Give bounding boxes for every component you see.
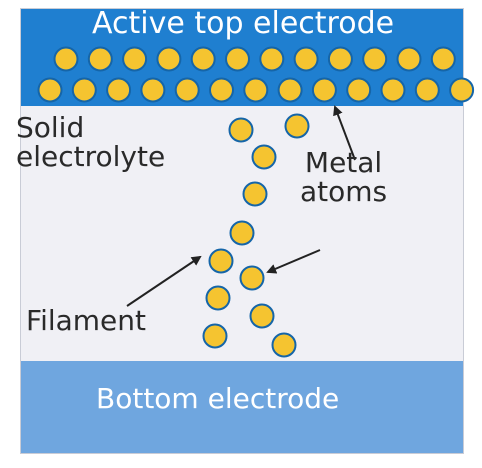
electrode-metal-atom <box>449 77 475 103</box>
filament-label: Filament <box>26 304 147 337</box>
electrode-metal-atom <box>396 46 422 72</box>
electrode-metal-atom <box>327 46 353 72</box>
filament-metal-atom <box>205 285 231 311</box>
filament-metal-atom <box>208 248 234 274</box>
filament-metal-atom <box>242 181 268 207</box>
filament-metal-atom <box>249 303 275 329</box>
electrode-metal-atom <box>106 77 132 103</box>
filament-metal-atom <box>239 265 265 291</box>
electrode-metal-atom <box>346 77 372 103</box>
filament-arrow <box>126 255 202 307</box>
solid-electrolyte-label-line2: electrolyte <box>16 140 166 174</box>
arrows <box>126 105 356 307</box>
metal-atom-group <box>37 46 475 358</box>
electrode-metal-atom <box>209 77 234 103</box>
electrode-metal-atom <box>174 77 200 103</box>
metal-atoms-arrow-bottom <box>266 249 321 274</box>
electrode-metal-atom <box>53 46 79 72</box>
electrode-metal-atom <box>430 46 456 72</box>
filament-metal-atom <box>228 117 254 143</box>
top-electrode-label: Active top electrode <box>92 6 395 41</box>
electrode-metal-atom <box>156 46 182 72</box>
electrode-metal-atom <box>87 46 113 72</box>
filament-metal-atom <box>251 144 277 170</box>
electrode-metal-atom <box>37 77 63 103</box>
solid-electrolyte-label: Solid electrolyte <box>16 113 165 172</box>
metal-atoms-label-line2: atoms <box>300 175 388 209</box>
electrode-metal-atom <box>380 77 406 103</box>
electrode-metal-atom <box>311 77 337 103</box>
metal-atoms-arrow-top <box>333 105 356 161</box>
electrode-metal-atom <box>259 46 285 72</box>
electrode-metal-atom <box>277 77 303 103</box>
solid-electrolyte-label-line1: Solid <box>16 111 85 144</box>
electrode-metal-atom <box>122 46 148 72</box>
metal-atoms-label: Metal atoms <box>300 148 387 207</box>
filament-metal-atom <box>284 113 310 139</box>
electrode-metal-atom <box>362 46 388 72</box>
bottom-electrode-label: Bottom electrode <box>96 382 340 415</box>
electrode-metal-atom <box>414 77 440 103</box>
electrode-metal-atom <box>190 46 216 72</box>
filament-metal-atom <box>229 220 255 246</box>
electrode-metal-atom <box>225 46 250 72</box>
electrode-metal-atom <box>140 77 166 103</box>
bottom-electrode-layer <box>21 361 463 453</box>
filament-metal-atom <box>202 323 228 349</box>
filament-metal-atom <box>271 332 297 358</box>
metal-atoms-label-line1: Metal <box>304 146 383 179</box>
electrode-metal-atom <box>293 46 319 72</box>
electrode-metal-atom <box>71 77 97 103</box>
electrode-metal-atom <box>243 77 269 103</box>
